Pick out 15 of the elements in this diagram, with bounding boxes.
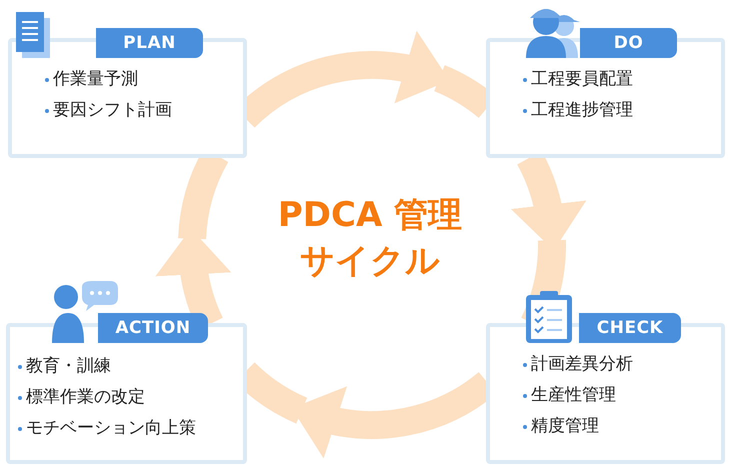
list-item: 要因シフト計画 [53,99,172,121]
heading-tab: ACTION [98,313,208,343]
list-item: 計画差異分析 [531,353,633,375]
list-item: モチベーション向上策 [26,417,196,439]
heading-tab: DO [580,28,677,58]
list-item: 教育・訓練 [26,355,111,377]
list-item: 標準作業の改定 [26,386,145,408]
list-item: 精度管理 [531,415,599,437]
list-item: 工程要員配置 [531,68,633,90]
cycle-title: PDCA 管理サイクル [276,194,464,283]
heading-tab: PLAN [96,28,203,58]
heading-tab: CHECK [579,313,681,343]
list-item: 工程進捗管理 [531,99,633,121]
list-item: 作業量予測 [53,68,138,90]
list-item: 生産性管理 [531,384,616,406]
